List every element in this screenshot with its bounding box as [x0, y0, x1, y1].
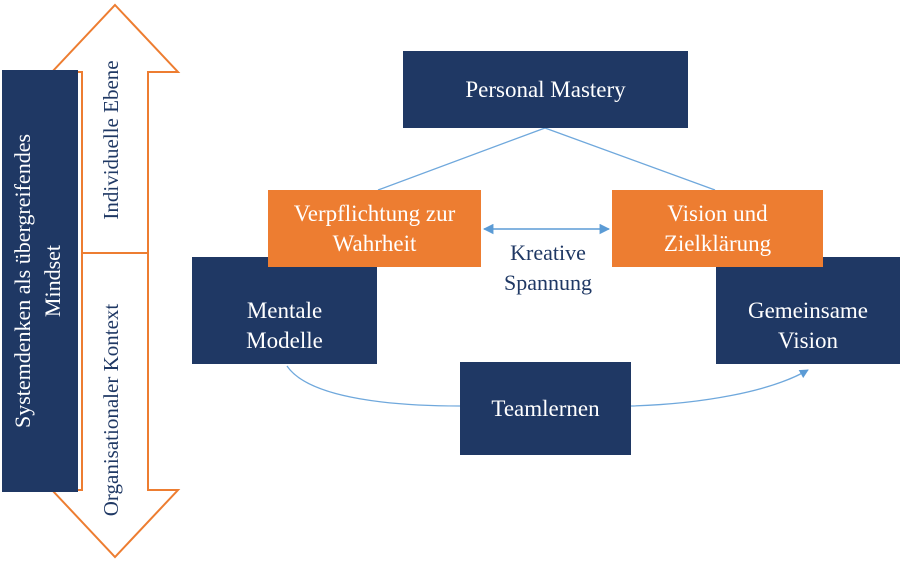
mindset-bar: [2, 70, 78, 492]
link-mastery-commitment: [377, 127, 546, 191]
shared-vision-box: Gemeinsame Vision: [716, 257, 900, 364]
commitment-truth-label: Verpflichtung zur Wahrheit: [293, 200, 456, 256]
mental-models-box: Mentale Modelle: [192, 257, 377, 364]
personal-mastery-box: Personal Mastery: [403, 51, 688, 128]
link-mastery-vision: [544, 127, 716, 191]
organizational-context-label: Organisationaler Kontext: [98, 303, 123, 517]
vision-goals-box: Vision und Zielklärung: [612, 190, 823, 267]
commitment-truth-box: Verpflichtung zur Wahrheit: [268, 190, 481, 267]
creative-tension-label: Kreative Spannung: [504, 240, 592, 295]
team-learning-box: Teamlernen: [460, 362, 631, 455]
shared-vision-label: Gemeinsame Vision: [747, 297, 869, 353]
mental-models-label: Mentale Modelle: [246, 297, 323, 353]
personal-mastery-label: Personal Mastery: [465, 76, 626, 102]
team-learning-curve: [286, 366, 808, 407]
vision-goals-label: Vision und Zielklärung: [663, 200, 772, 256]
individual-level-label: Individuelle Ebene: [98, 60, 123, 220]
mindset-label: Systemdenken als übergreifendes Mindset: [10, 133, 65, 429]
team-learning-label: Teamlernen: [491, 395, 600, 421]
